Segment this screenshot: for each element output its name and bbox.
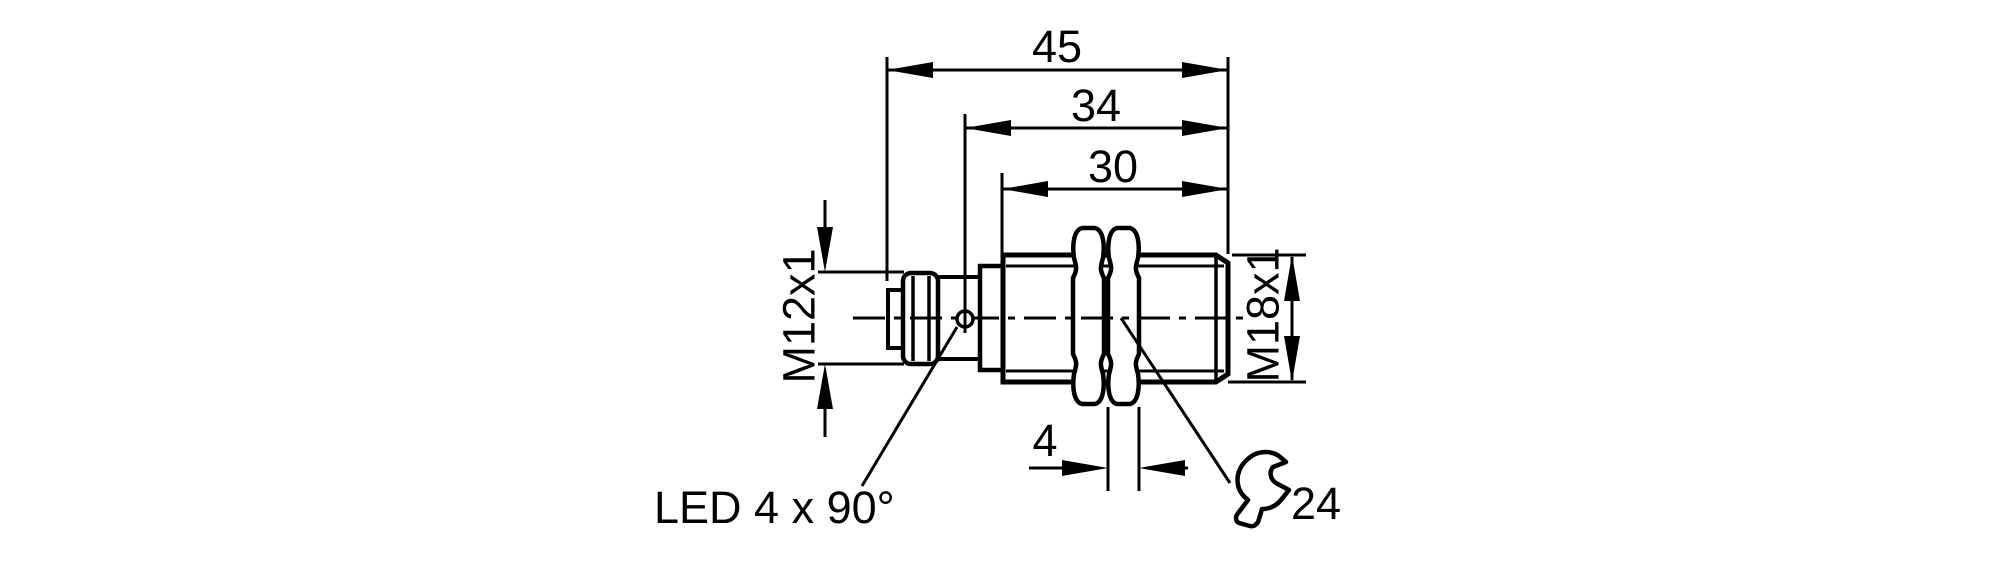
arrowhead-down: [817, 227, 833, 272]
arrowhead-right: [1062, 460, 1108, 476]
wrench-icon: [1233, 449, 1292, 529]
arrowhead-up: [817, 364, 833, 409]
nut-thickness-label: 4: [1032, 415, 1057, 466]
arrowhead-right: [1182, 62, 1228, 78]
dimension-m12: M12x1: [774, 200, 904, 437]
arrowhead-down: [1284, 336, 1300, 382]
wrench-leader-line: [1119, 317, 1232, 484]
body-length-label: 34: [1071, 80, 1121, 131]
arrowhead-left: [1002, 181, 1048, 197]
dimension-m18: M18x1: [1228, 247, 1306, 384]
dimension-34: 34: [963, 80, 1228, 333]
dimension-30: 30: [1000, 141, 1228, 254]
hex-nut-left-facet: [1070, 225, 1107, 407]
wrench-annotation: 24: [1119, 317, 1341, 529]
dimension-45: 45: [885, 21, 1230, 281]
arrowhead-right: [1182, 181, 1228, 197]
hex-nut-right-facet: [1105, 225, 1142, 407]
housing-thread-label: M18x1: [1238, 247, 1289, 382]
sensor-body: [886, 225, 1231, 407]
arrowhead-right: [1182, 120, 1228, 136]
arrowhead-left: [965, 120, 1011, 136]
threaded-barrel: [1000, 252, 1231, 385]
led-leader-line: [860, 326, 959, 487]
dimension-4: 4: [1029, 407, 1188, 491]
led-annotation: LED 4 x 90°: [654, 326, 959, 533]
overall-length-label: 45: [1032, 21, 1082, 72]
arrowhead-left: [887, 62, 933, 78]
led-note-label: LED 4 x 90°: [654, 482, 895, 533]
arrowhead-up: [1284, 255, 1300, 301]
arrowhead-left: [1139, 460, 1185, 476]
wrench-size-label: 24: [1291, 478, 1341, 529]
thread-length-label: 30: [1088, 141, 1138, 192]
connector-thread-label: M12x1: [774, 248, 825, 383]
